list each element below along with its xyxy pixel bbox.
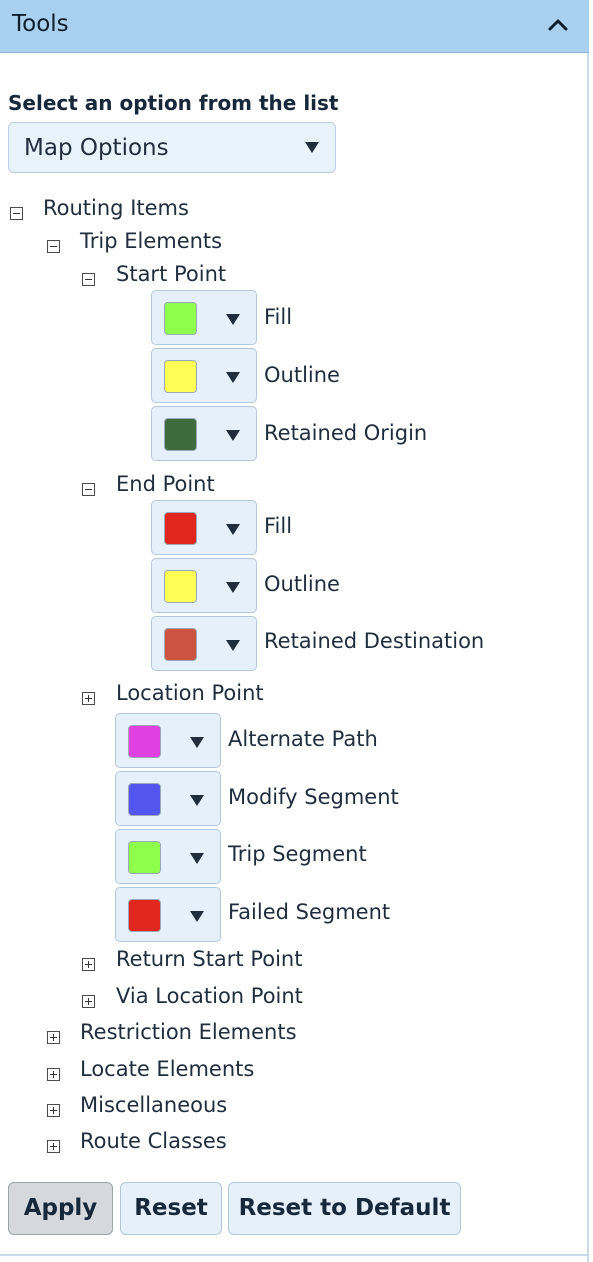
node-label[interactable]: Miscellaneous (80, 1093, 228, 1117)
color-picker-button[interactable] (115, 713, 221, 768)
color-option-label: Alternate Path (228, 727, 378, 751)
color-swatch (128, 725, 161, 758)
color-option-label: Retained Destination (264, 629, 485, 653)
dropdown-value: Map Options (24, 135, 169, 161)
collapse-button[interactable] (541, 8, 575, 42)
reset-button[interactable]: Reset (120, 1182, 222, 1235)
node-label[interactable]: Routing Items (43, 196, 189, 220)
expand-toggle-icon[interactable] (47, 1031, 60, 1044)
caret-down-icon (226, 524, 240, 535)
expand-toggle-icon[interactable] (47, 1104, 60, 1117)
color-picker-button[interactable] (151, 558, 257, 613)
caret-down-icon (190, 795, 204, 806)
caret-down-icon (226, 582, 240, 593)
color-picker-button[interactable] (151, 500, 257, 555)
node-label[interactable]: Restriction Elements (80, 1020, 297, 1044)
node-label[interactable]: Location Point (116, 681, 264, 705)
color-option-label: Outline (264, 572, 340, 596)
node-label[interactable]: Via Location Point (116, 984, 303, 1008)
caret-down-icon (190, 911, 204, 922)
color-picker-button[interactable] (151, 616, 257, 671)
color-picker-button[interactable] (151, 348, 257, 403)
color-swatch (164, 570, 197, 603)
expand-toggle-icon[interactable] (47, 1140, 60, 1153)
caret-down-icon (190, 853, 204, 864)
color-option-label: Outline (264, 363, 340, 387)
color-option-label: Fill (264, 305, 293, 329)
node-label[interactable]: Route Classes (80, 1129, 227, 1153)
apply-button[interactable]: Apply (8, 1182, 113, 1235)
node-label[interactable]: Start Point (116, 262, 227, 286)
reset-to-default-button[interactable]: Reset to Default (228, 1182, 461, 1235)
color-option-label: Failed Segment (228, 900, 391, 924)
caret-down-icon (226, 430, 240, 441)
color-picker-button[interactable] (115, 771, 221, 826)
expand-toggle-icon[interactable] (82, 692, 95, 705)
color-swatch (164, 628, 197, 661)
color-picker-button[interactable] (115, 829, 221, 884)
color-option-label: Fill (264, 514, 293, 538)
color-option-label: Retained Origin (264, 421, 428, 445)
panel-header: Tools (0, 0, 589, 53)
color-swatch (128, 783, 161, 816)
dropdown-arrow-icon (305, 142, 319, 153)
expand-toggle-icon[interactable] (82, 958, 95, 971)
color-swatch (164, 302, 197, 335)
caret-down-icon (190, 737, 204, 748)
node-label[interactable]: Return Start Point (116, 947, 303, 971)
color-swatch (128, 841, 161, 874)
color-picker-button[interactable] (151, 406, 257, 461)
panel-title: Tools (12, 11, 69, 37)
expand-toggle-icon[interactable] (47, 1068, 60, 1081)
caret-down-icon (226, 372, 240, 383)
color-swatch (164, 512, 197, 545)
color-swatch (128, 899, 161, 932)
select-label: Select an option from the list (8, 91, 339, 115)
chevron-up-icon (548, 19, 568, 31)
caret-down-icon (226, 314, 240, 325)
color-picker-button[interactable] (115, 887, 221, 942)
color-picker-button[interactable] (151, 290, 257, 345)
color-option-label: Modify Segment (228, 785, 399, 809)
collapse-toggle-icon[interactable] (47, 240, 60, 253)
node-label[interactable]: Trip Elements (80, 229, 223, 253)
collapse-toggle-icon[interactable] (10, 207, 23, 220)
expand-toggle-icon[interactable] (82, 995, 95, 1008)
color-option-label: Trip Segment (228, 842, 367, 866)
color-swatch (164, 360, 197, 393)
panel-bottom-divider (0, 1254, 589, 1256)
options-dropdown[interactable]: Map Options (8, 122, 336, 173)
color-swatch (164, 418, 197, 451)
collapse-toggle-icon[interactable] (82, 483, 95, 496)
collapse-toggle-icon[interactable] (82, 273, 95, 286)
node-label[interactable]: Locate Elements (80, 1057, 255, 1081)
node-label[interactable]: End Point (116, 472, 215, 496)
caret-down-icon (226, 640, 240, 651)
